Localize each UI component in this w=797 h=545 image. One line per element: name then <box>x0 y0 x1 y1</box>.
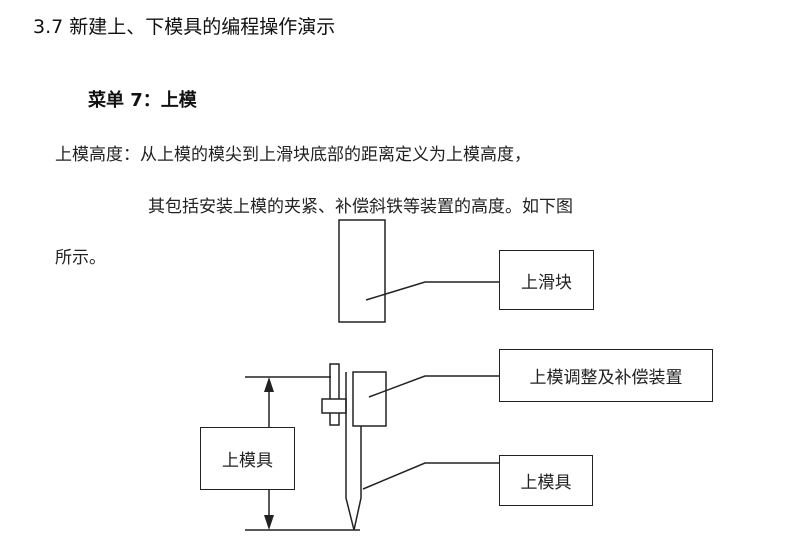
label-upper-die-left: 上模具 <box>200 427 295 490</box>
slide-block <box>338 219 386 323</box>
dimension-arrow-top <box>264 377 274 392</box>
paragraph-line-1: 上模高度：从上模的模尖到上滑块底部的距离定义为上模高度， <box>55 145 531 165</box>
dimension-arrow-bottom <box>264 515 274 530</box>
label-upper-die-right-text: 上模具 <box>520 473 572 493</box>
label-upper-die-right: 上模具 <box>499 455 593 506</box>
adjust-device <box>352 371 387 427</box>
label-slide-text: 上滑块 <box>521 272 572 293</box>
slide-leader-line <box>365 281 499 301</box>
paragraph-line-3: 所示。 <box>55 248 106 268</box>
menu-title: 菜单 7：上模 <box>88 90 197 111</box>
label-adjust-device: 上模调整及补偿装置 <box>499 349 713 402</box>
label-upper-die-left-text: 上模具 <box>222 451 273 471</box>
clamp-bar <box>321 398 347 414</box>
die-shank <box>329 363 340 426</box>
label-slide: 上滑块 <box>499 250 594 310</box>
adjust-leader-line <box>368 375 499 398</box>
section-heading: 3.7 新建上、下模具的编程操作演示 <box>33 16 336 38</box>
paragraph-line-2: 其包括安装上模的夹紧、补偿斜铁等装置的高度。如下图 <box>148 197 573 217</box>
die-leader-line <box>362 462 499 490</box>
label-adjust-text: 上模调整及补偿装置 <box>529 368 683 388</box>
